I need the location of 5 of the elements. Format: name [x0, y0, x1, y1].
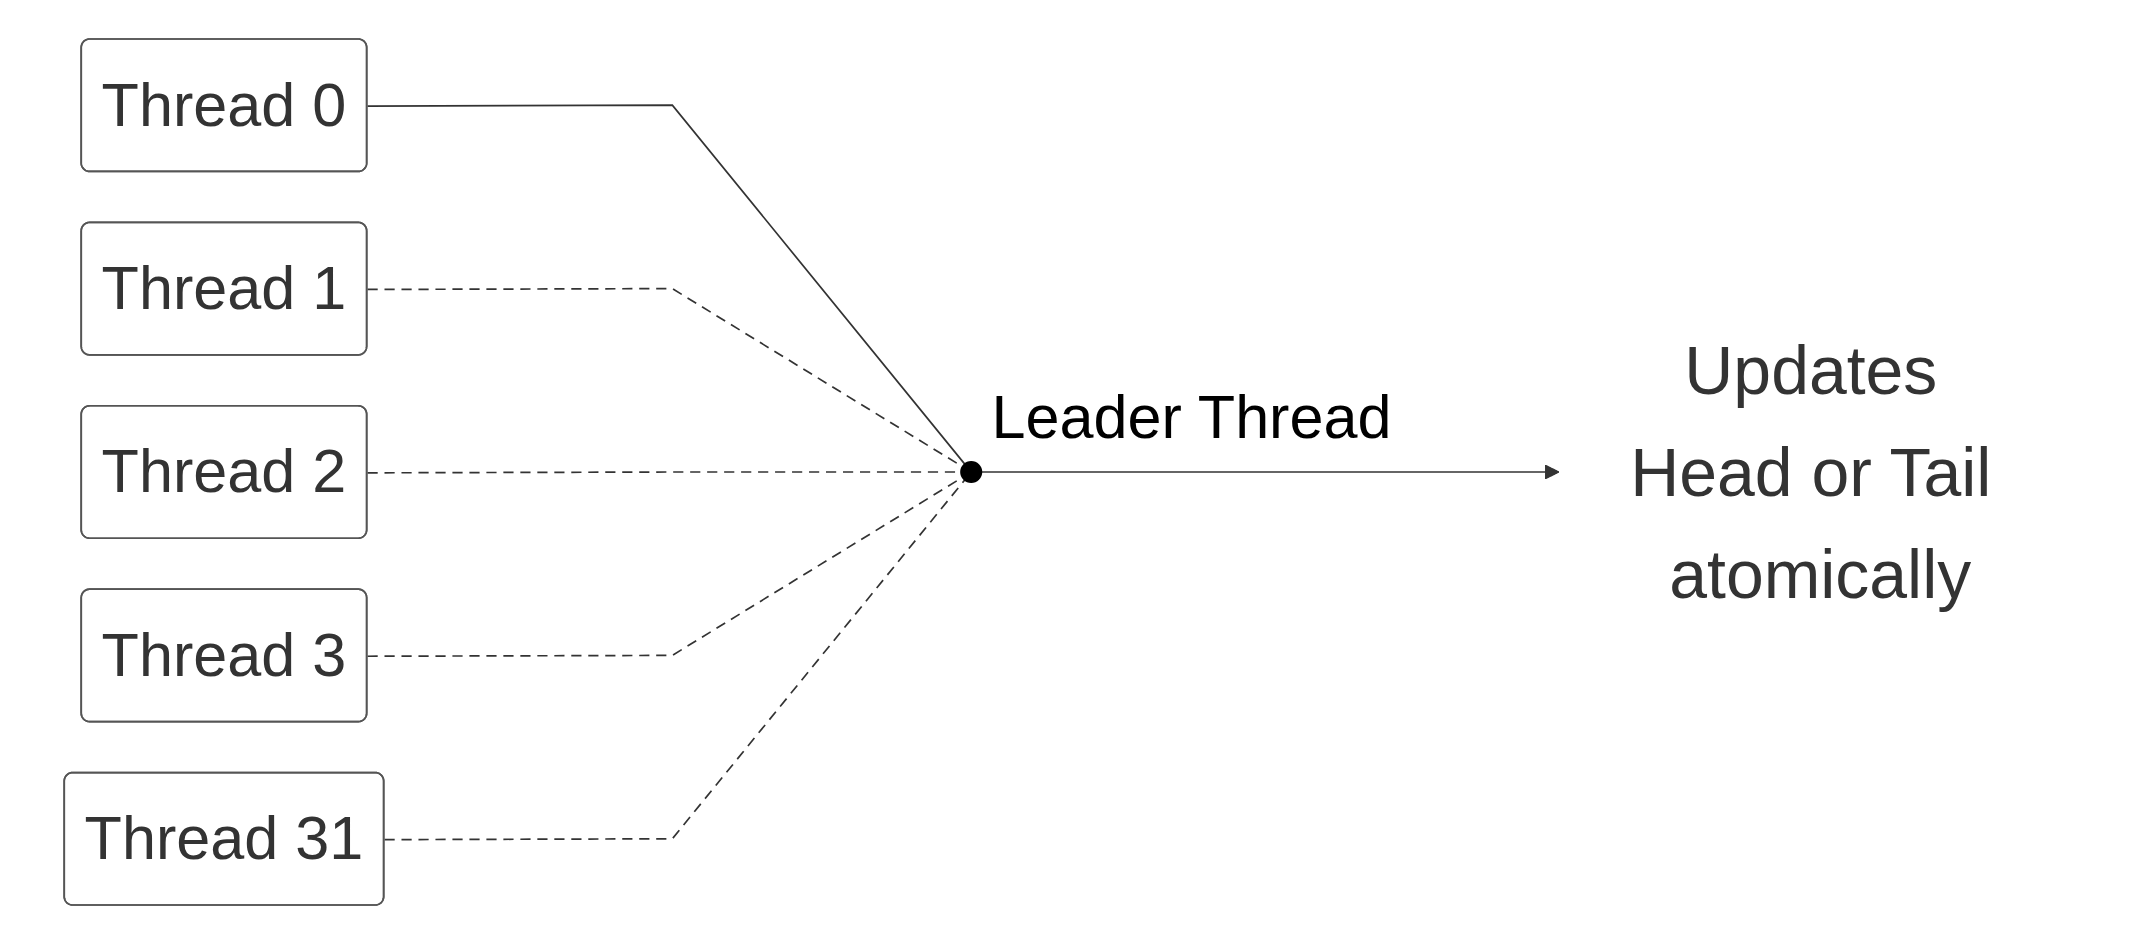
node-text: Updates Head or Tail atomically [1630, 332, 1992, 612]
connector [366, 104, 966, 465]
node-label: Leader Thread [991, 383, 1392, 452]
connector [383, 479, 966, 841]
node-circle [960, 460, 983, 484]
